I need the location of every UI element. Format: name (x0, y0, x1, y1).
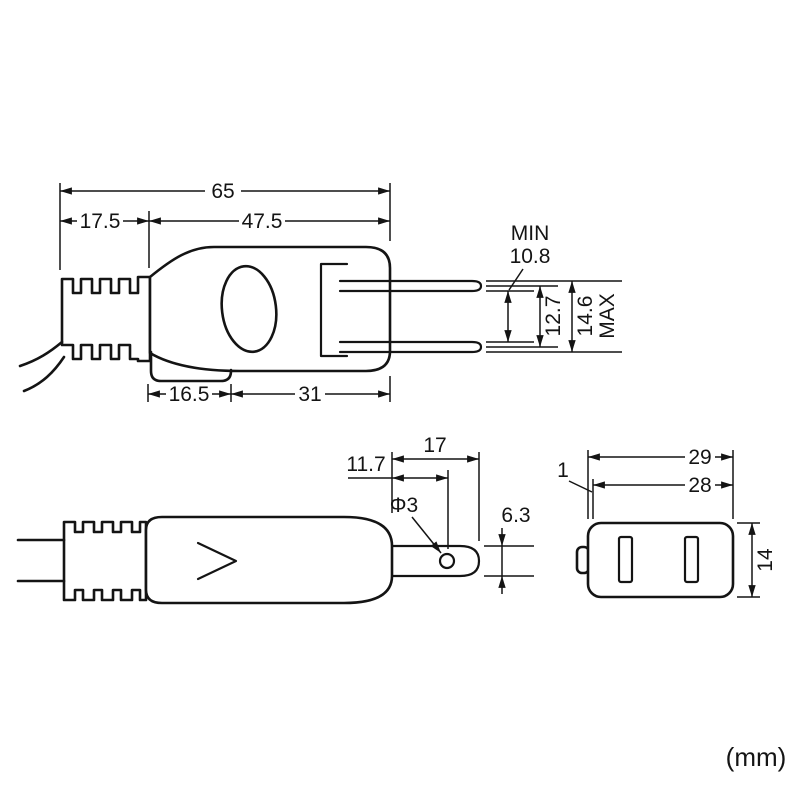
body-seam-notch (196, 541, 238, 581)
cord-lines (18, 340, 66, 393)
blade-hole (438, 552, 456, 570)
pin-holder-bracket (319, 262, 349, 358)
dimension-label-face-width: 29 (688, 446, 711, 469)
dimension-label-body-length: 47.5 (242, 210, 283, 233)
flat-blade (390, 544, 481, 578)
front-view: 29 28 1 14 (557, 446, 777, 599)
blade-slot-right (683, 535, 700, 584)
dimension-label-min: MIN (511, 222, 550, 245)
pin-bottom (338, 340, 483, 354)
label-backing (685, 475, 715, 495)
blade-extension-lines (391, 452, 534, 577)
label-backing (77, 211, 123, 231)
label-backing (239, 211, 285, 231)
dimension-label-min-value: 10.8 (510, 245, 551, 268)
blade-dimension-lines (348, 455, 506, 594)
pin-top (338, 279, 483, 293)
label-backing (685, 447, 715, 467)
label-backing (166, 384, 212, 404)
dimension-label-inner-width: 28 (688, 474, 711, 497)
units-label: (mm) (726, 742, 787, 772)
dimension-label-face-height: 14 (754, 548, 777, 572)
dimension-label-hole-diameter: Φ3 (390, 494, 418, 517)
body-bottom-step (149, 350, 233, 383)
dimension-label-max-value: 14.6 (574, 296, 597, 337)
dimension-label-pin-pitch: 12.7 (542, 296, 565, 337)
label-backing (295, 384, 325, 404)
dimension-label-overall-length: 65 (211, 180, 234, 203)
blade-slot-left (617, 535, 634, 584)
plug-face-outline (586, 521, 735, 599)
dimension-label-boot-length: 17.5 (80, 210, 121, 233)
pin-dimension-lines (504, 268, 576, 352)
strain-relief-boot (62, 520, 148, 602)
dimension-label-max: MAX (596, 293, 619, 339)
dimension-label-body-bottom-length: 31 (298, 383, 321, 406)
top-view: 17 11.7 Φ3 6.3 (16, 434, 534, 605)
strain-relief-boot (60, 275, 152, 363)
dimension-label-blade-width: 6.3 (501, 504, 530, 527)
dimension-label-neck-length: 16.5 (169, 383, 210, 406)
plug-body-outline (144, 515, 394, 605)
dimension-label-edge-offset: 1 (557, 459, 569, 482)
cord-lines (16, 538, 66, 583)
body-oval-emboss (220, 264, 278, 354)
side-view: 65 17.5 47.5 MIN 10.8 12.7 14.6 MAX (18, 180, 622, 406)
dimension-label-hole-offset: 11.7 (346, 453, 385, 476)
label-backing (205, 181, 241, 201)
dimension-label-blade-length: 17 (423, 434, 446, 457)
